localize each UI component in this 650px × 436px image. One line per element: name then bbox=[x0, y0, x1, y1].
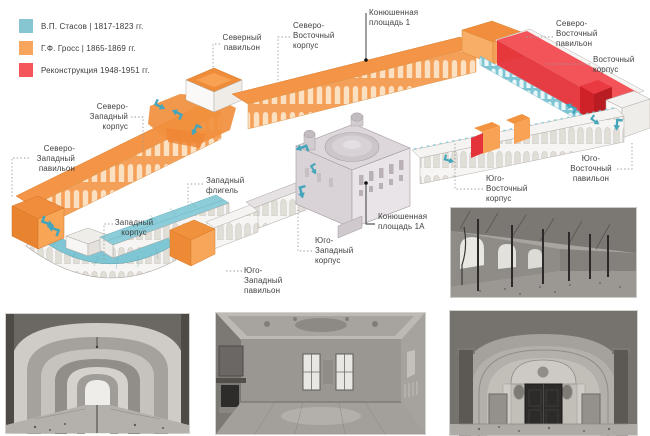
label-northwest-pavilion: Северо- Западный павильон bbox=[36, 144, 75, 173]
label-north-pavilion: Северный павильон bbox=[222, 33, 262, 52]
legend-item-stasov: В.П. Стасов | 1817-1823 гг. bbox=[19, 19, 150, 33]
label-southeast-corpus: Юго- Восточный корпус bbox=[486, 174, 528, 203]
legend-item-gross: Г.Ф. Гросс | 1865-1869 гг. bbox=[19, 41, 150, 55]
leader-lines-dotted bbox=[11, 36, 633, 272]
label-west-wing: Западный флигель bbox=[206, 176, 245, 195]
label-northeast-corpus: Северо- Восточный корпус bbox=[293, 21, 335, 50]
legend: В.П. Стасов | 1817-1823 гг. Г.Ф. Гросс |… bbox=[19, 19, 150, 85]
photo-vaulted-corridor bbox=[5, 313, 190, 434]
photo-east-interior bbox=[450, 207, 637, 298]
label-konyushennaya-square-1: Конюшенная площадь 1 bbox=[369, 8, 419, 27]
label-east-corpus: Восточный корпус bbox=[593, 55, 635, 74]
legend-label-reconstruction: Реконструкция 1948-1951 гг. bbox=[41, 65, 150, 75]
leader-lines-solid bbox=[365, 13, 375, 225]
photo-ornate-room bbox=[215, 312, 426, 435]
legend-swatch-stasov bbox=[19, 19, 33, 33]
legend-label-gross: Г.Ф. Гросс | 1865-1869 гг. bbox=[41, 43, 136, 53]
label-southeast-pavilion: Юго- Восточный павильон bbox=[570, 154, 612, 183]
label-west-corpus: Западный корпус bbox=[114, 218, 154, 237]
label-northeast-pavilion: Северо- Восточный павильон bbox=[556, 19, 598, 48]
label-southwest-corpus: Юго- Западный корпус bbox=[315, 236, 354, 265]
label-konyushennaya-square-1a: Конюшенная площадь 1А bbox=[378, 212, 428, 231]
label-northwest-corpus: Северо- Западный корпус bbox=[89, 102, 128, 131]
legend-item-reconstruction: Реконструкция 1948-1951 гг. bbox=[19, 63, 150, 77]
legend-swatch-reconstruction bbox=[19, 63, 33, 77]
label-southwest-pavilion: Юго- Западный павильон bbox=[244, 266, 283, 295]
legend-label-stasov: В.П. Стасов | 1817-1823 гг. bbox=[41, 21, 144, 31]
legend-swatch-gross bbox=[19, 41, 33, 55]
photo-portal-hall bbox=[449, 310, 638, 436]
